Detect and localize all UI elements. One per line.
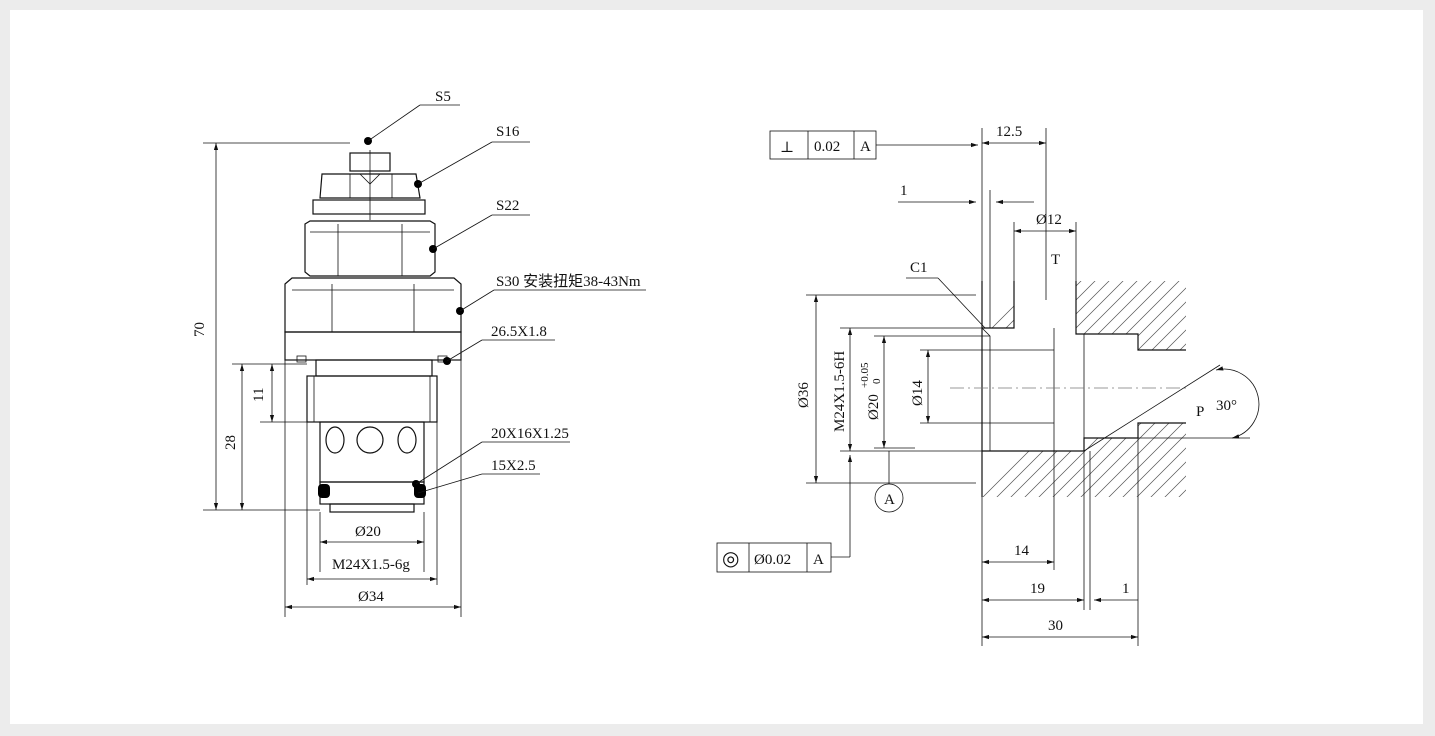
- nut-s16: [319, 173, 421, 199]
- port-p: P: [1196, 404, 1204, 420]
- conc-value: Ø0.02: [754, 552, 791, 568]
- dim-chamfer: C1: [910, 260, 928, 276]
- oring-left: [318, 484, 330, 498]
- perpendicularity-frame: ⊥ 0.02 A: [769, 130, 978, 160]
- hex-s22: [304, 220, 436, 277]
- drawing-sheet: S5 S16 S22 S30 安装扭矩38-43Nm 26.5X1.8 20X1…: [10, 10, 1423, 724]
- tol-upper: +0.05: [859, 362, 871, 388]
- callout-oring-2: 20X16X1.25: [491, 426, 569, 442]
- dim-dia-12: Ø12: [1036, 212, 1062, 228]
- dim-depth-12-5: 12.5: [996, 124, 1022, 140]
- callout-s16: S16: [496, 124, 520, 140]
- tol-lower: 0: [871, 378, 883, 384]
- thread-body: [306, 375, 438, 423]
- valve-cartridge: S5 S16 S22 S30 安装扭矩38-43Nm 26.5X1.8 20X1…: [192, 89, 646, 617]
- callout-s22: S22: [496, 198, 519, 214]
- dim-len-14: 14: [1014, 543, 1030, 559]
- perp-symbol: ⊥: [780, 140, 794, 156]
- dim-len-30: 30: [1048, 618, 1063, 634]
- dim-angle: 30°: [1216, 398, 1237, 414]
- datum-a-bubble: [874, 483, 904, 513]
- dim-dia-36: Ø36: [796, 382, 812, 408]
- datum-a-label: A: [884, 492, 895, 508]
- flange: [284, 331, 462, 361]
- callout-oring-1: 26.5X1.8: [491, 324, 547, 340]
- perp-value: 0.02: [814, 139, 840, 155]
- callout-s30: S30 安装扭矩38-43Nm: [496, 273, 641, 290]
- concentricity-frame: ◎ Ø0.02 A: [716, 455, 853, 573]
- hex-s30: [284, 277, 462, 333]
- washer: [312, 199, 426, 215]
- dim-len-1: 1: [1122, 581, 1130, 597]
- conc-symbol: ◎: [722, 548, 739, 570]
- technical-drawing: S5 S16 S22 S30 安装扭矩38-43Nm 26.5X1.8 20X1…: [192, 89, 1260, 646]
- dim-dia-20: Ø20: [866, 394, 882, 420]
- dim-step-1: 1: [900, 183, 908, 199]
- dim-dia-20: Ø20: [355, 524, 381, 540]
- dim-thread: M24X1.5-6g: [332, 557, 410, 573]
- dim-dia-14: Ø14: [910, 380, 926, 406]
- dim-len-19: 19: [1030, 581, 1045, 597]
- port-t: T: [1051, 252, 1060, 268]
- dim-dia-34: Ø34: [358, 589, 384, 605]
- callout-oring-3: 15X2.5: [491, 458, 536, 474]
- callout-s5: S5: [435, 89, 451, 105]
- dim-thread: M24X1.5-6H: [832, 351, 848, 432]
- cavity-section: ⊥ 0.02 A 12.5 1 Ø12 T C1 Ø36: [716, 124, 1260, 646]
- perp-datum: A: [860, 139, 871, 155]
- dim-height-11: 11: [251, 388, 267, 402]
- dim-height-28: 28: [223, 435, 239, 450]
- dim-height-70: 70: [192, 322, 208, 337]
- lower-body: [319, 421, 425, 483]
- conc-datum: A: [813, 552, 824, 568]
